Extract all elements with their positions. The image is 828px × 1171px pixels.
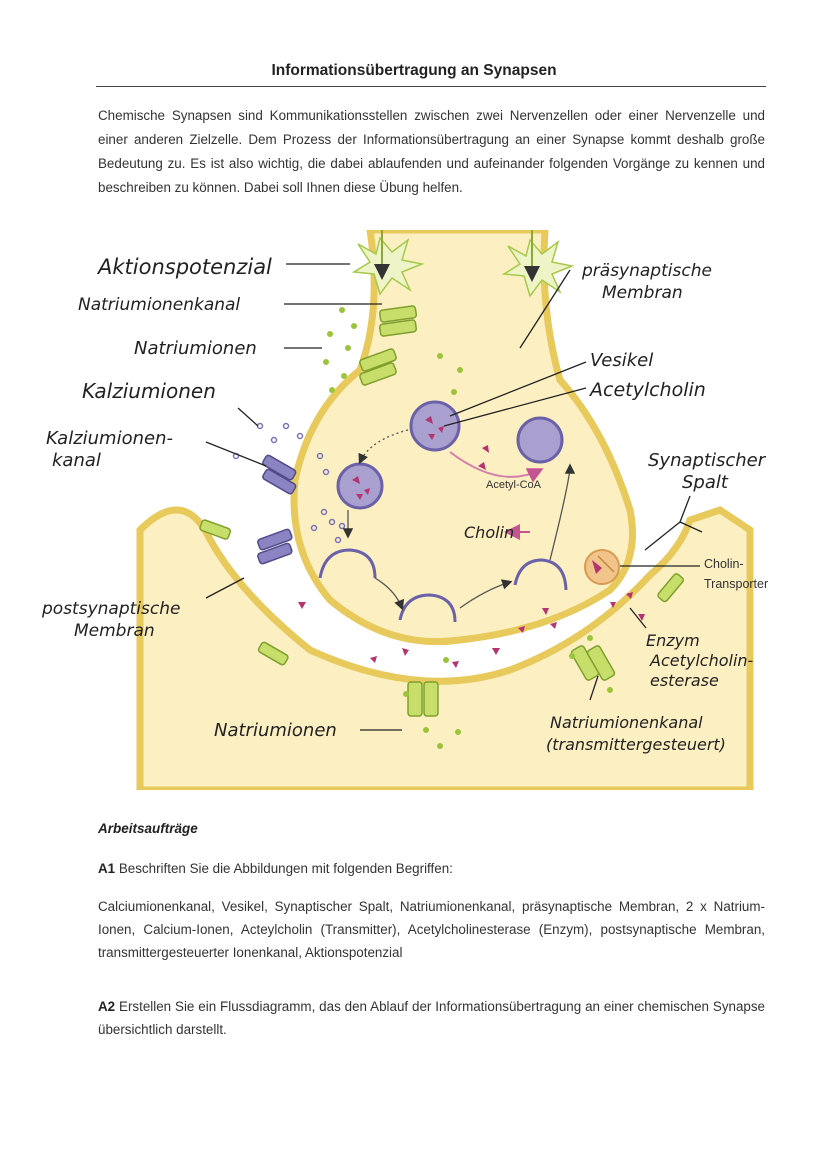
label-cholin: Cholin — [464, 523, 514, 542]
task-a1-id: A1 — [98, 861, 116, 876]
acetyl-coa-label: Acetyl-CoA — [486, 479, 542, 491]
vesicle-icon — [318, 400, 568, 623]
task-a1-terms: Calciumionenkanal, Vesikel, Synaptischer… — [98, 899, 765, 960]
task-a1: A1 Beschriften Sie die Abbildungen mit f… — [98, 857, 765, 880]
label-natriumkanal-tg-2: (transmittergesteuert) — [546, 735, 726, 754]
intro-paragraph: Chemische Synapsen sind Kommunikationsst… — [98, 108, 765, 195]
synapse-figure: Acetyl-CoA Cholin- Transporter Aktionspo… — [41, 230, 768, 790]
label-kalziumionen: Kalziumionen — [82, 379, 216, 403]
task-a2: A2 Erstellen Sie ein Flussdiagramm, das … — [98, 995, 765, 1041]
label-enzym-3: esterase — [650, 671, 719, 690]
label-spalt-2: Spalt — [682, 472, 729, 493]
label-postsynaptische-2: Membran — [74, 621, 155, 641]
label-enzym-1: Enzym — [646, 631, 700, 650]
label-enzym-2: Acetylcholin- — [649, 651, 754, 670]
task-a2-id: A2 — [98, 999, 116, 1014]
calcium-channel-icon — [257, 454, 297, 565]
cholin-transporter-icon — [584, 549, 620, 585]
label-praesynaptische-1: präsynaptische — [581, 261, 712, 281]
sodium-channel-icon — [359, 305, 418, 386]
task-a1-text: Beschriften Sie die Abbildungen mit folg… — [118, 861, 453, 876]
label-acetylcholin: Acetylcholin — [588, 379, 706, 401]
page-title: Informationsübertragung an Synapsen — [271, 62, 557, 79]
cholin-transporter-label-1: Cholin- — [704, 557, 744, 571]
label-praesynaptische-2: Membran — [602, 283, 683, 303]
title-rule — [96, 86, 766, 87]
postsynaptic-sodium-channel-icon — [199, 519, 684, 717]
tasks-heading: Arbeitsaufträge — [98, 821, 198, 836]
label-natriumionen-bottom: Natriumionen — [214, 720, 337, 741]
label-natriumionenkanal: Natriumionenkanal — [78, 295, 240, 315]
label-postsynaptische-1: postsynaptische — [41, 599, 180, 619]
acetylcholin-molecules — [298, 416, 645, 668]
label-kalziumionenkanal-2: kanal — [52, 450, 101, 471]
label-aktionspotenzial: Aktionspotenzial — [96, 255, 272, 279]
label-spalt-1: Synaptischer — [648, 450, 767, 471]
label-vesikel: Vesikel — [590, 350, 653, 371]
label-kalziumionenkanal-1: Kalziumionen- — [46, 428, 173, 449]
label-natriumkanal-tg-1: Natriumionenkanal — [550, 713, 703, 732]
task-a2-text: Erstellen Sie ein Flussdiagramm, das den… — [98, 999, 765, 1037]
presynaptic-terminal — [290, 230, 636, 646]
sodium-ion-dots — [323, 307, 613, 749]
cholin-transporter-label-2: Transporter — [704, 577, 768, 591]
label-natriumionen-top: Natriumionen — [134, 338, 257, 359]
